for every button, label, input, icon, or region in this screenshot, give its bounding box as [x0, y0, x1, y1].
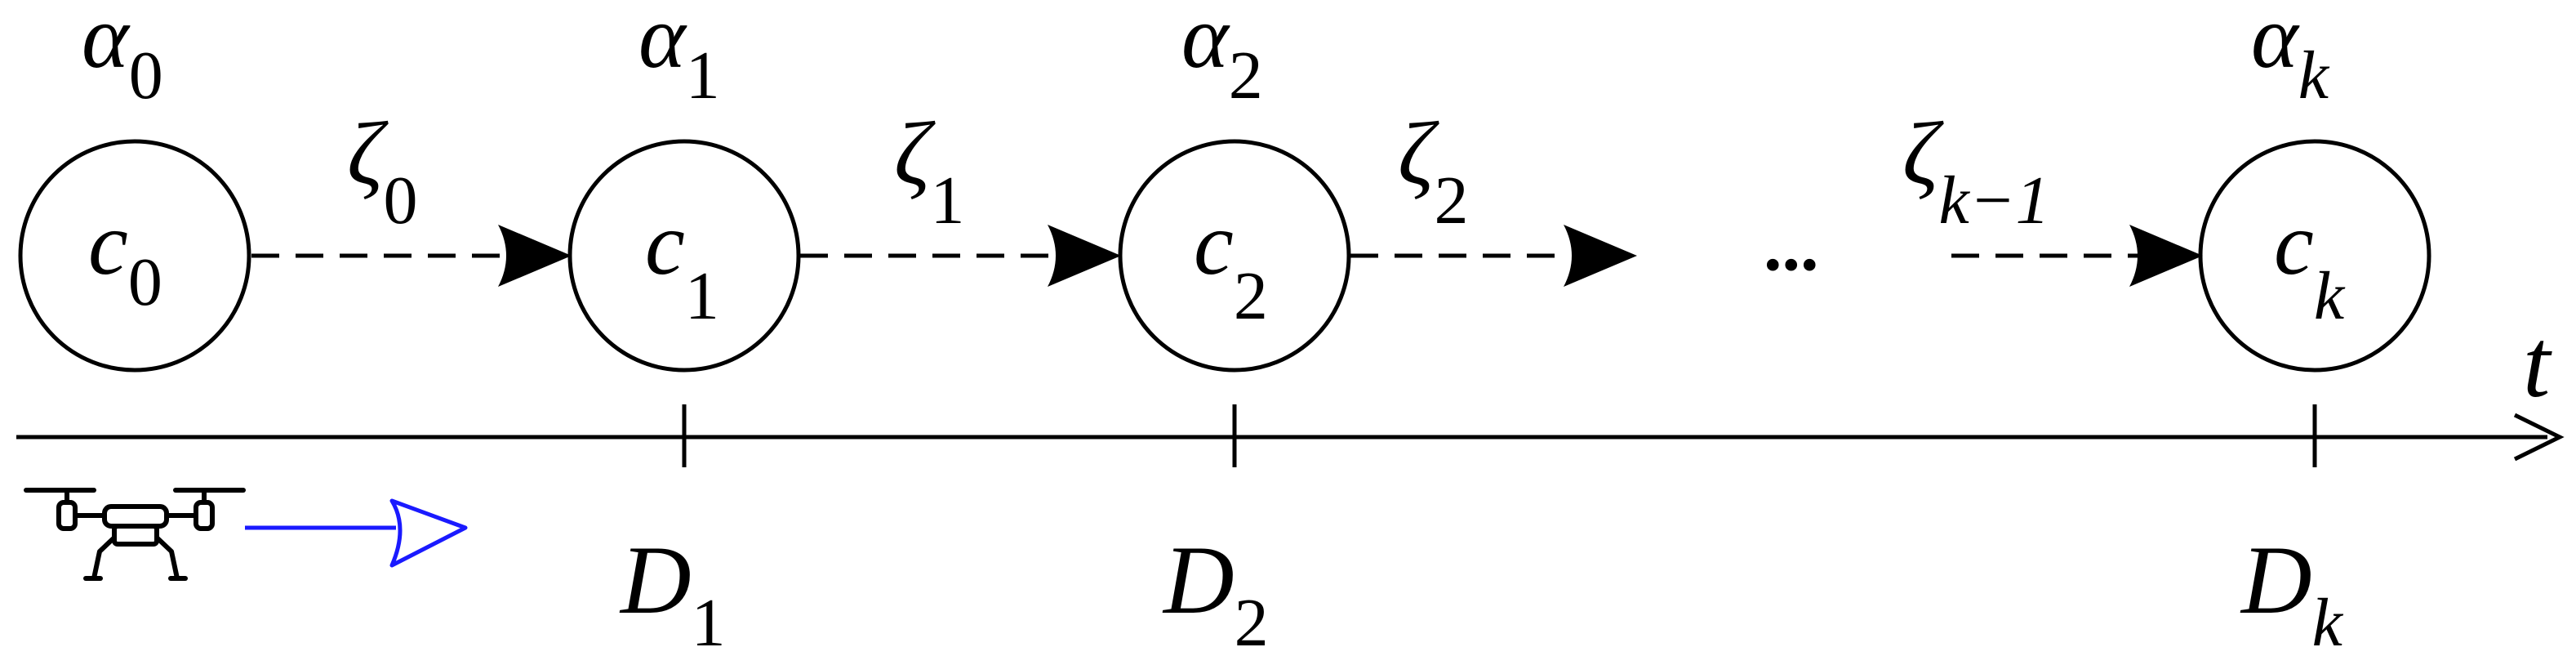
direction-arrow-icon	[245, 498, 468, 568]
state-circle-2	[1118, 139, 1351, 373]
alpha-label-k: αk	[2251, 0, 2330, 114]
arrowhead-1	[1048, 225, 1121, 287]
arrowhead-0	[498, 225, 572, 287]
ellipsis: ...	[1764, 205, 1819, 286]
state-circle-1	[567, 139, 801, 373]
axis-arrowhead	[2513, 413, 2565, 462]
alpha-label-0: α0	[82, 0, 163, 114]
tick-label-1: D1	[619, 525, 726, 661]
state-label-k: ck	[2274, 194, 2346, 334]
arrowheads	[498, 225, 2203, 287]
drone-icon	[24, 488, 246, 581]
tick-label-k: Dk	[2240, 525, 2344, 661]
state-label-0: c0	[88, 194, 162, 320]
state-label-2: c2	[1194, 194, 1268, 334]
tick-label-2: D2	[1162, 525, 1269, 661]
axis-label-t: t	[2523, 309, 2552, 417]
arrowhead-2	[1564, 225, 1637, 287]
state-circle-k	[2198, 139, 2431, 373]
time-axis	[16, 404, 2565, 467]
transition-label-k: ζk−1	[1902, 104, 2050, 239]
transition-label-0: ζ0	[347, 104, 418, 239]
state-label-1: c1	[645, 194, 719, 334]
alpha-label-2: α2	[1181, 0, 1263, 114]
transition-label-1: ζ1	[894, 104, 965, 239]
alpha-label-1: α1	[638, 0, 720, 114]
arrowhead-3	[2129, 225, 2203, 287]
state-circle-0	[18, 139, 251, 373]
state-circles	[18, 139, 2431, 373]
transition-label-2: ζ2	[1398, 104, 1469, 239]
